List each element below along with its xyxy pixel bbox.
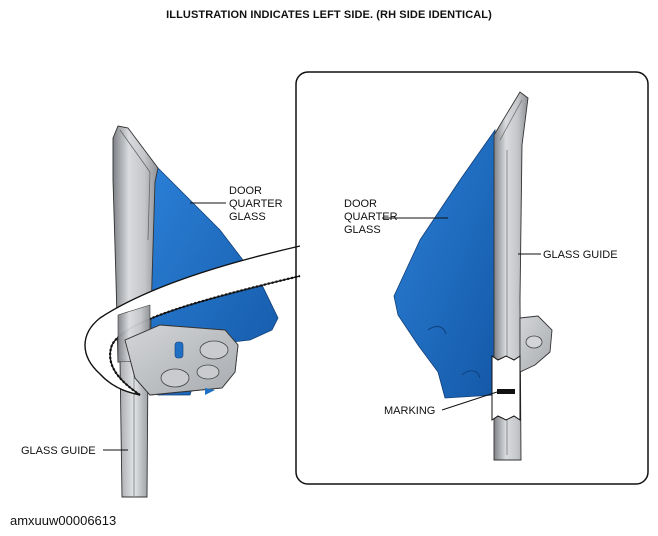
- diagram-title: ILLUSTRATION INDICATES LEFT SIDE. (RH SI…: [166, 9, 492, 21]
- cutaway-section: [491, 355, 521, 421]
- marking: [497, 389, 515, 394]
- label-glass-guide-detail: GLASS GUIDE: [543, 249, 618, 261]
- left-view: DOOR QUARTER GLASS GLASS GUIDE: [21, 125, 301, 498]
- detail-frame: [295, 71, 649, 485]
- label-door-quarter-glass-left: DOOR QUARTER GLASS: [229, 185, 286, 223]
- label-door-quarter-glass-detail: DOOR QUARTER GLASS: [344, 198, 401, 236]
- door-quarter-glass-detail: [393, 128, 496, 399]
- label-marking: MARKING: [384, 405, 435, 417]
- leader-marking: [441, 391, 498, 411]
- label-glass-guide-left: GLASS GUIDE: [21, 445, 96, 457]
- detail-view: DOOR QUARTER GLASS GLASS GUIDE MARKING: [295, 71, 649, 485]
- image-code: amxuuw00006613: [10, 513, 117, 528]
